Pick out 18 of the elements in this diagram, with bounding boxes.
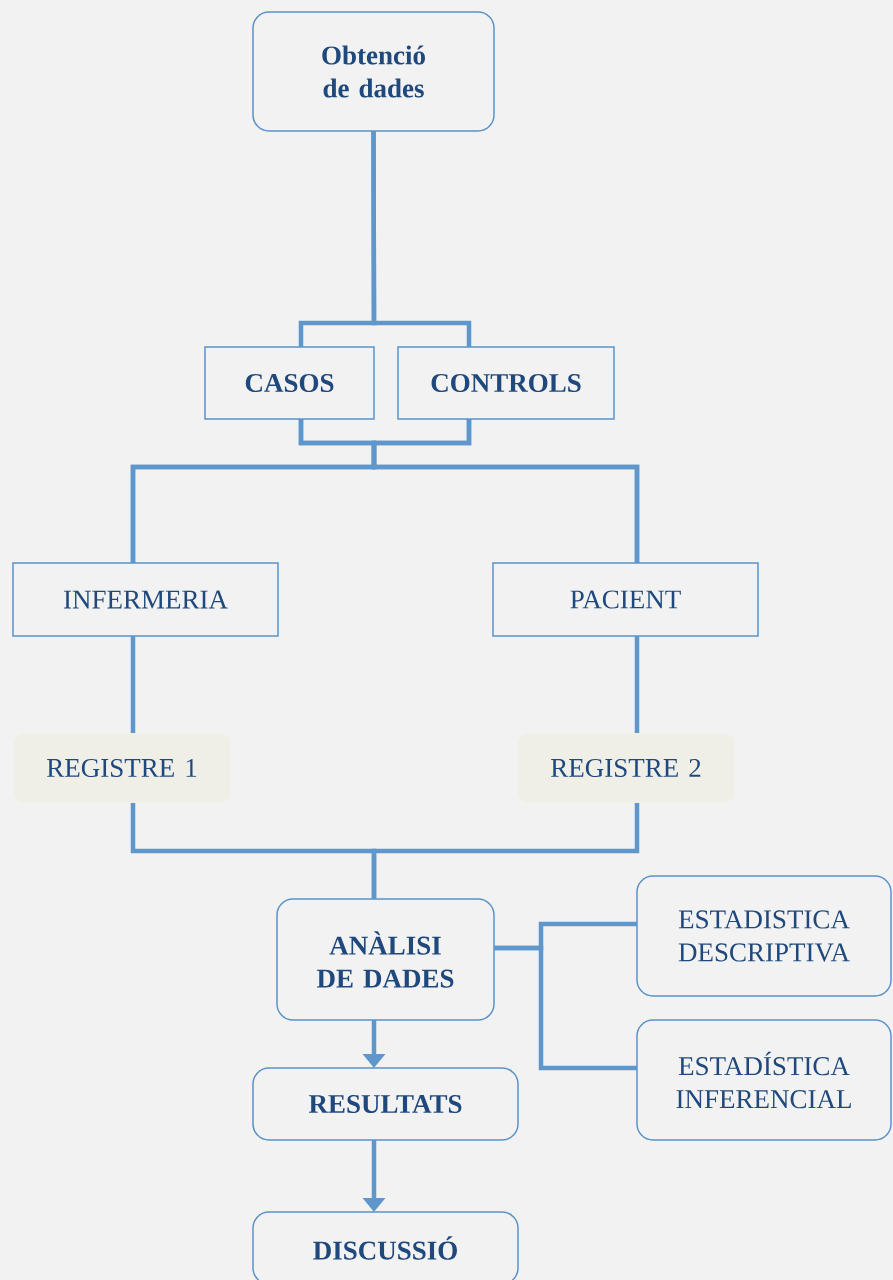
- process-box: CASOS: [204, 346, 375, 420]
- process-box: CONTROLS: [397, 346, 615, 420]
- connector-line: [130, 636, 136, 733]
- rounded-box: ANÀLISI DE DADES: [276, 898, 495, 1021]
- process-box: PACIENT: [492, 562, 759, 637]
- connector-line: [494, 945, 637, 1071]
- rounded-box: RESULTATS: [252, 1067, 519, 1141]
- connector-line: [371, 131, 472, 347]
- rounded-box: DISCUSSIÓ: [252, 1211, 519, 1280]
- rounded-box: Obtenció de dades: [252, 11, 495, 132]
- rounded-box: ESTADÍSTICA INFERENCIAL: [636, 1019, 892, 1141]
- rounded-box: ESTADISTICA DESCRIPTIVA: [636, 875, 892, 997]
- connector-line: [371, 803, 640, 899]
- record-box: REGISTRE 1: [14, 733, 230, 803]
- connector-line: [371, 419, 640, 563]
- connector-line: [634, 636, 640, 733]
- process-box: INFERMERIA: [12, 562, 279, 637]
- record-box: REGISTRE 2: [518, 733, 734, 803]
